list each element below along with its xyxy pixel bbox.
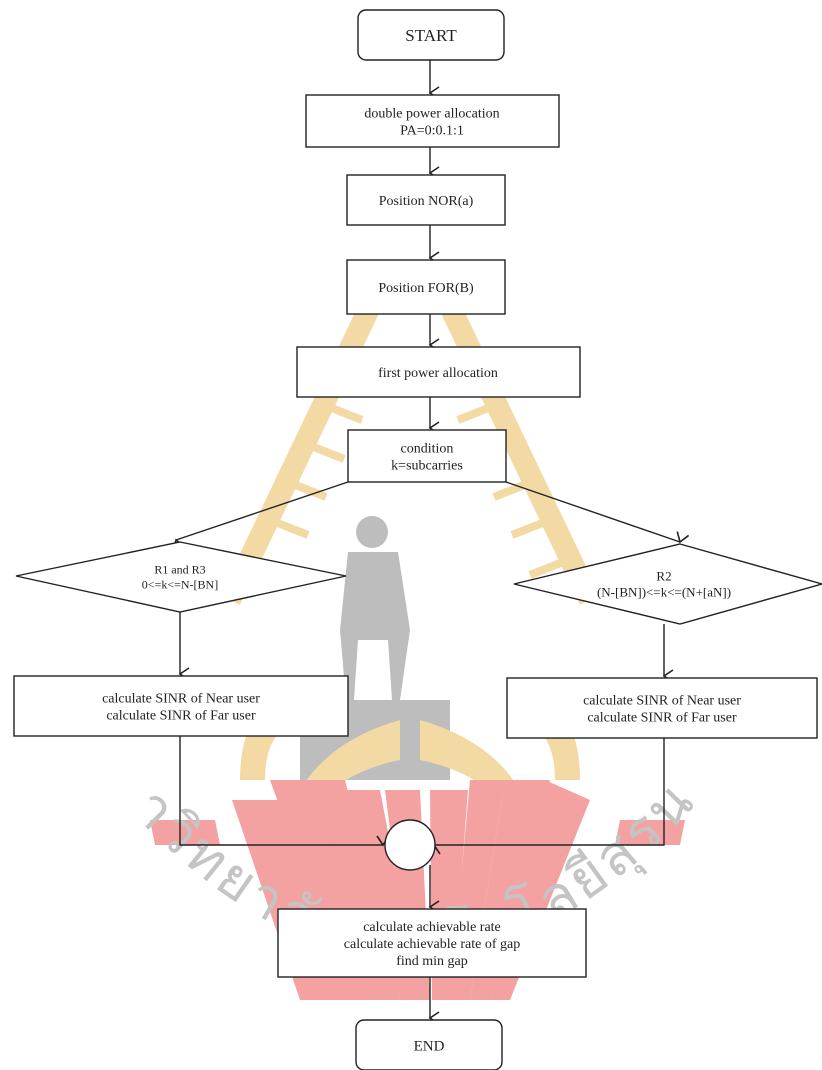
junction-circle: [384, 819, 436, 871]
rate-label: calculate achievable rate calculate achie…: [344, 920, 520, 969]
rate-line-2: calculate achievable rate of gap: [344, 937, 520, 952]
first-power-label: first power allocation: [378, 366, 498, 381]
decision-right-line-2: (N-[BN])<=k<=(N+[aN]): [597, 585, 731, 600]
sinr-right-line-1: calculate SINR of Near user: [583, 693, 741, 708]
start-terminal: [357, 9, 505, 61]
sinr-left-line-2: calculate SINR of Far user: [106, 708, 256, 723]
condition-line-1: condition: [401, 441, 454, 456]
merge-right-line: [427, 738, 665, 855]
first-power-line-1: first power allocation: [378, 366, 498, 381]
sinr-left-box: [13, 675, 349, 737]
position-for-line-1: Position FOR(B): [378, 281, 474, 296]
position-nor-box: [346, 174, 506, 226]
position-for-box: [346, 259, 506, 315]
condition-label: condition k=subcarries: [391, 441, 463, 473]
first-power-box: [296, 346, 581, 398]
decision-right-diamond: [513, 543, 822, 625]
position-nor-line-1: Position NOR(a): [379, 194, 474, 209]
position-nor-label: Position NOR(a): [379, 194, 474, 209]
sinr-right-label: calculate SINR of Near user calculate SIN…: [583, 693, 741, 725]
sinr-left-label: calculate SINR of Near user calculate SIN…: [102, 691, 260, 723]
seal-gold-arch: [220, 285, 600, 605]
end-terminal: [355, 1019, 503, 1070]
merge-left-line: [179, 736, 390, 847]
double-power-line-1: double power allocation: [364, 106, 499, 121]
position-for-label: Position FOR(B): [378, 281, 474, 296]
decision-left-line-2: 0<=k<=N-[BN]: [142, 578, 218, 592]
rate-box: [277, 908, 587, 978]
sinr-left-line-1: calculate SINR of Near user: [102, 691, 260, 706]
sinr-right-box: [506, 677, 818, 739]
rate-line-3: find min gap: [396, 954, 468, 969]
double-power-box: [305, 94, 560, 148]
rate-line-1: calculate achievable rate: [363, 920, 501, 935]
end-line-1: END: [414, 1038, 445, 1054]
condition-line-2: k=subcarries: [391, 458, 463, 473]
decision-right-label: R2(N-[BN])<=k<=(N+[aN]): [597, 569, 731, 600]
condition-box: [347, 429, 507, 483]
branch-right-arrow: [505, 481, 690, 544]
start-label: START: [405, 26, 457, 45]
end-label: END: [414, 1038, 445, 1054]
double-power-line-2: PA=0:0.1:1: [400, 123, 464, 138]
branch-left-arrow: [172, 481, 349, 551]
decision-right-line-1: R2: [656, 569, 671, 584]
decision-left-line-1: R1 and R3: [154, 563, 205, 577]
start-line-1: START: [405, 26, 457, 45]
sinr-right-line-2: calculate SINR of Far user: [587, 710, 737, 725]
